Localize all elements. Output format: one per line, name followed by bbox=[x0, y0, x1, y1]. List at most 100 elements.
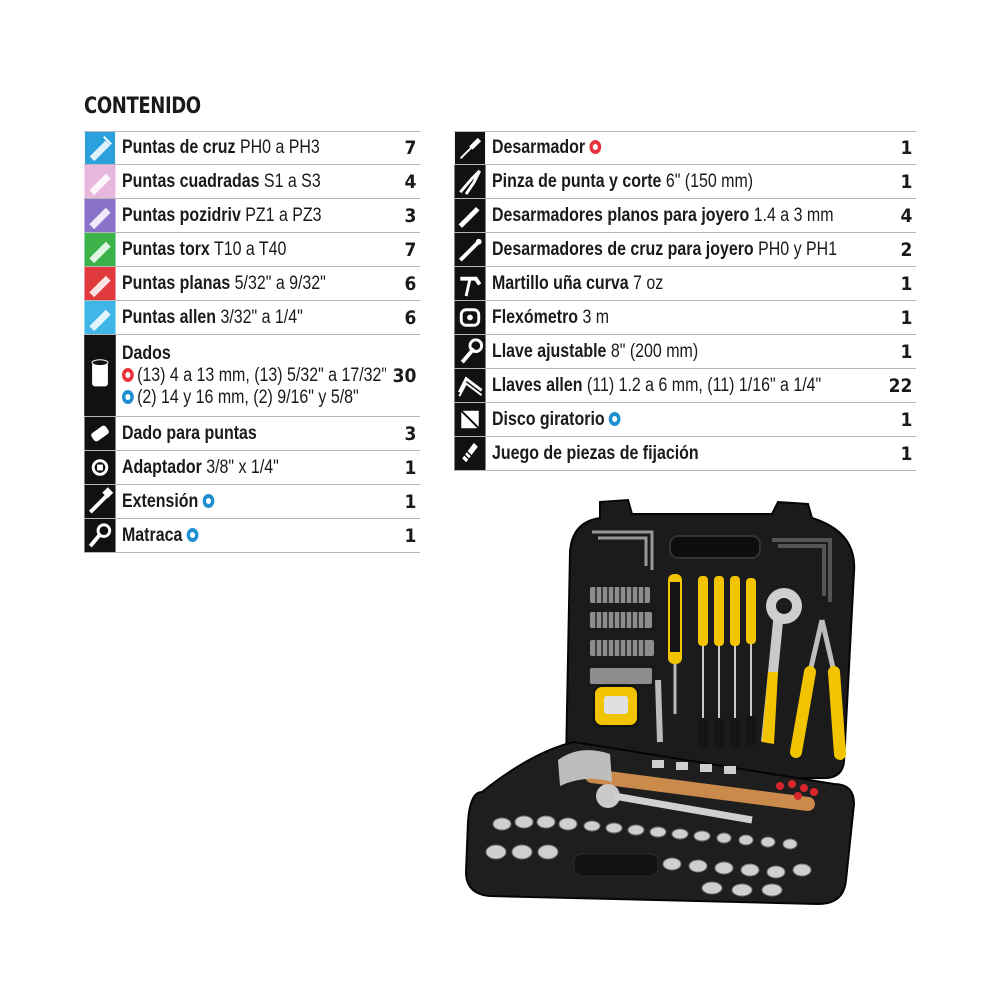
ratchet-icon bbox=[84, 519, 116, 552]
fastener-icon bbox=[454, 437, 486, 470]
list-item: Desarmadores de cruz para joyero PH0 y P… bbox=[454, 233, 916, 267]
page-title: CONTENIDO bbox=[84, 94, 201, 119]
item-name: Desarmador bbox=[492, 137, 586, 158]
item-qty: 7 bbox=[404, 137, 417, 159]
item-name: Llave ajustable bbox=[492, 340, 607, 362]
list-item: Martillo uña curva 7 oz 1 bbox=[454, 267, 916, 301]
blue-badge-icon bbox=[202, 493, 215, 508]
list-item: Puntas planas 5/32" a 9/32" 6 bbox=[84, 267, 420, 301]
item-qty: 3 bbox=[404, 422, 417, 445]
item-qty: 1 bbox=[900, 408, 913, 431]
item-spec: 5/32" a 9/32" bbox=[234, 272, 326, 294]
item-name: Martillo uña curva bbox=[492, 272, 629, 294]
list-item: Puntas cuadradas S1 a S3 4 bbox=[84, 165, 420, 199]
bit-socket-icon bbox=[84, 417, 116, 450]
item-qty: 1 bbox=[404, 490, 417, 513]
list-item: Disco giratorio 1 bbox=[454, 403, 916, 437]
item-qty: 7 bbox=[404, 238, 417, 261]
list-item: Juego de piezas de fijación 1 bbox=[454, 437, 916, 471]
item-name: Matraca bbox=[122, 524, 183, 546]
item-name: Adaptador bbox=[122, 456, 202, 478]
list-item: Dados (13) 4 a 13 mm, (13) 5/32" a 17/32… bbox=[84, 335, 420, 417]
item-name: Puntas pozidriv bbox=[122, 204, 241, 226]
blue-badge-icon bbox=[122, 389, 134, 404]
item-spec: 3 m bbox=[582, 306, 610, 328]
blue-badge-icon bbox=[186, 527, 199, 542]
item-qty: 4 bbox=[404, 170, 417, 193]
red-badge-icon bbox=[122, 367, 134, 382]
item-qty: 4 bbox=[900, 204, 913, 227]
item-spec: 3/8" x 1/4" bbox=[206, 456, 279, 478]
red-badge-icon bbox=[589, 140, 602, 154]
flat-bit-icon bbox=[84, 267, 116, 300]
allen-key-icon bbox=[454, 369, 486, 402]
item-name: Llaves allen bbox=[492, 374, 583, 396]
item-name: Puntas allen bbox=[122, 306, 217, 328]
item-name: Puntas planas bbox=[122, 272, 231, 294]
item-spec: 7 oz bbox=[633, 272, 664, 294]
item-qty: 1 bbox=[900, 137, 913, 159]
case-lid bbox=[564, 498, 856, 782]
allen-bit-icon bbox=[84, 301, 116, 334]
item-spec: PH0 a PH3 bbox=[239, 137, 320, 158]
item-name: Dado para puntas bbox=[122, 422, 257, 444]
item-name: Desarmadores de cruz para joyero bbox=[492, 238, 754, 260]
phillips-precision-screwdriver-icon bbox=[454, 233, 486, 266]
list-item: Adaptador 3/8" x 1/4" 1 bbox=[84, 451, 420, 485]
item-qty: 1 bbox=[900, 442, 913, 465]
item-qty: 1 bbox=[900, 340, 913, 363]
screwdriver-icon bbox=[454, 132, 486, 164]
item-spec: S1 a S3 bbox=[263, 170, 321, 192]
torx-bit-icon bbox=[84, 233, 116, 266]
list-item: Flexómetro 3 m 1 bbox=[454, 301, 916, 335]
item-name: Dados bbox=[122, 342, 171, 364]
item-spec: T10 a T40 bbox=[213, 238, 287, 260]
pliers-icon bbox=[454, 165, 486, 198]
item-qty: 1 bbox=[900, 272, 913, 295]
item-qty: 1 bbox=[404, 456, 417, 479]
item-spec: 8" (200 mm) bbox=[610, 340, 699, 362]
case-handle bbox=[669, 535, 761, 559]
case-base bbox=[464, 740, 856, 906]
hammer-icon bbox=[454, 267, 486, 300]
blue-badge-icon bbox=[608, 411, 621, 426]
item-spec: PZ1 a PZ3 bbox=[245, 204, 322, 226]
list-item: Matraca 1 bbox=[84, 519, 420, 553]
list-item: Desarmadores planos para joyero 1.4 a 3 … bbox=[454, 199, 916, 233]
item-spec: 3/32" a 1/4" bbox=[220, 306, 303, 328]
phillips-bit-icon bbox=[84, 132, 116, 164]
item-qty: 1 bbox=[900, 170, 913, 193]
extension-icon bbox=[84, 485, 116, 518]
list-item: Llaves allen (11) 1.2 a 6 mm, (11) 1/16"… bbox=[454, 369, 916, 403]
list-item: Pinza de punta y corte 6" (150 mm) 1 bbox=[454, 165, 916, 199]
contents-table-right: Desarmador 1 Pinza de punta y corte 6" (… bbox=[454, 131, 916, 471]
list-item: Puntas allen 3/32" a 1/4" 6 bbox=[84, 301, 420, 335]
rotary-disc-icon bbox=[454, 403, 486, 436]
pozidriv-bit-icon bbox=[84, 199, 116, 232]
item-qty: 30 bbox=[392, 364, 417, 387]
item-name: Puntas torx bbox=[122, 238, 210, 260]
item-spec: PH0 y PH1 bbox=[758, 238, 838, 260]
screwdriver-set bbox=[668, 574, 756, 748]
item-name: Flexómetro bbox=[492, 306, 579, 328]
socket-icon bbox=[84, 335, 116, 416]
item-qty: 1 bbox=[900, 306, 913, 329]
item-name: Juego de piezas de fijación bbox=[492, 442, 699, 464]
item-qty: 1 bbox=[404, 524, 417, 547]
tool-case-image bbox=[464, 498, 856, 906]
item-qty: 6 bbox=[404, 306, 417, 329]
item-name: Puntas cuadradas bbox=[122, 170, 260, 192]
tape-measure-icon bbox=[454, 301, 486, 334]
item-qty: 22 bbox=[888, 374, 913, 397]
list-item: Desarmador 1 bbox=[454, 131, 916, 165]
item-qty: 6 bbox=[404, 272, 417, 295]
adapter-icon bbox=[84, 451, 116, 484]
item-name: Desarmadores planos para joyero bbox=[492, 204, 750, 226]
item-qty: 3 bbox=[404, 204, 417, 227]
item-name: Pinza de punta y corte bbox=[492, 170, 662, 192]
flat-precision-screwdriver-icon bbox=[454, 199, 486, 232]
item-spec: 1.4 a 3 mm bbox=[753, 204, 834, 226]
list-item: Puntas pozidriv PZ1 a PZ3 3 bbox=[84, 199, 420, 233]
list-item: Llave ajustable 8" (200 mm) 1 bbox=[454, 335, 916, 369]
list-item: Dado para puntas 3 bbox=[84, 417, 420, 451]
